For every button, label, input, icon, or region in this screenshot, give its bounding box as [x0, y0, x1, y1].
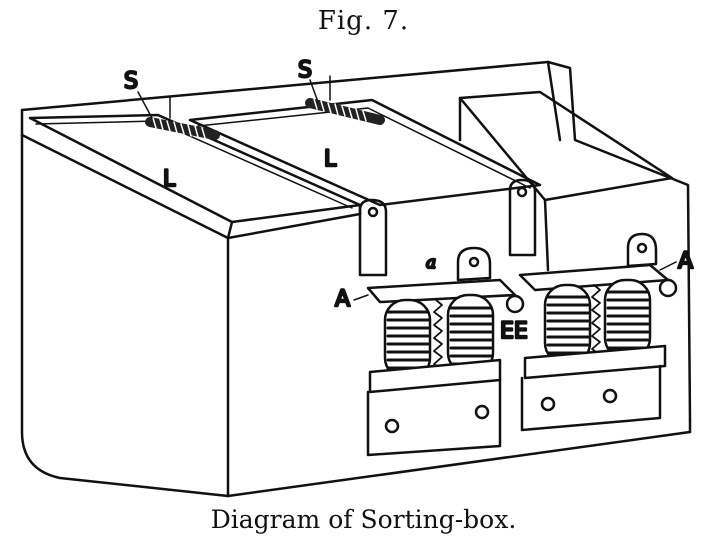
electromagnet-right: [518, 232, 678, 432]
label-ee: EE: [500, 319, 528, 344]
label-s-left: S: [124, 69, 138, 94]
label-l-left: L: [163, 167, 176, 192]
label-a-left: A: [335, 287, 350, 312]
figure-caption: Diagram of Sorting-box.: [210, 505, 517, 534]
box-body: [20, 60, 692, 498]
lever-left: [358, 198, 388, 277]
spring-left: [145, 96, 220, 140]
lever-right: [508, 178, 537, 257]
electromagnet-left: [366, 246, 525, 457]
label-a-small: a: [426, 253, 436, 273]
label-s-right: S: [298, 58, 312, 83]
lid-right-section: [458, 90, 674, 272]
spring-right: [305, 75, 385, 125]
figure-title: Fig. 7.: [317, 6, 410, 36]
label-a-right: A: [678, 249, 693, 274]
label-l-right: L: [324, 147, 337, 172]
